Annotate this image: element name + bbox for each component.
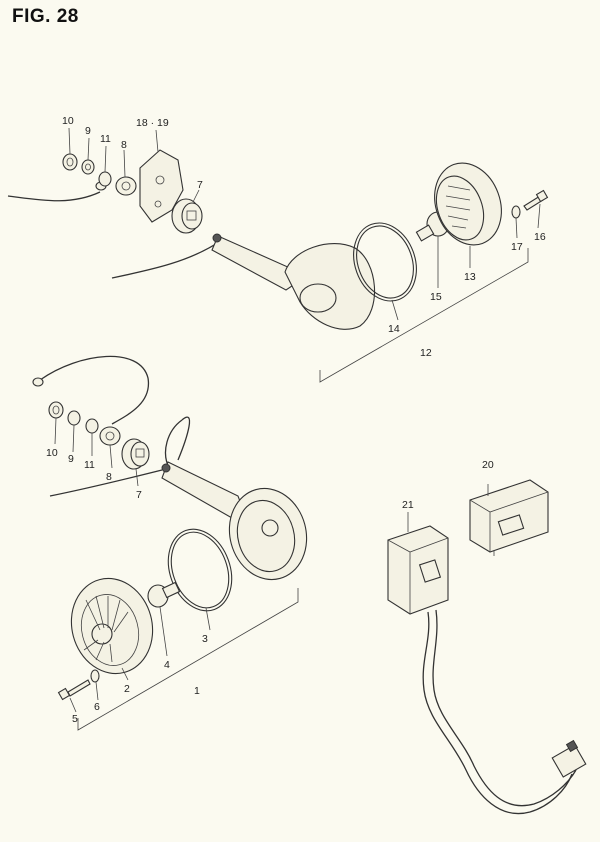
lower-turn-signal-assembly bbox=[32, 355, 308, 731]
wiring-harness bbox=[422, 611, 573, 815]
callout-18-19: 18 · 19 bbox=[136, 117, 169, 129]
o-ring-14 bbox=[353, 222, 417, 302]
flasher-21 bbox=[387, 525, 449, 615]
callout-3: 3 bbox=[202, 633, 208, 645]
callout-8-top: 8 bbox=[121, 139, 127, 151]
harness-connector bbox=[551, 744, 587, 778]
callout-12: 12 bbox=[420, 347, 432, 359]
upper-turn-signal-assembly bbox=[7, 127, 549, 383]
relay-20 bbox=[469, 479, 549, 553]
callout-15: 15 bbox=[430, 291, 442, 303]
callout-7-bottom: 7 bbox=[136, 489, 142, 501]
callout-10-bottom: 10 bbox=[46, 447, 58, 459]
upper-wire-left bbox=[7, 191, 101, 202]
callout-11-top: 11 bbox=[100, 133, 111, 145]
callout-2: 2 bbox=[124, 683, 130, 695]
callout-9-top: 9 bbox=[85, 125, 91, 137]
callout-10-top: 10 bbox=[62, 115, 74, 127]
callout-5: 5 bbox=[72, 713, 78, 725]
group-bracket-12 bbox=[319, 248, 529, 383]
stem-lower bbox=[161, 461, 245, 519]
callout-7-top: 7 bbox=[197, 179, 203, 191]
callout-21: 21 bbox=[402, 499, 414, 511]
nut-10-lower bbox=[48, 401, 64, 419]
callout-20: 20 bbox=[482, 459, 494, 471]
o-ring-3 bbox=[167, 528, 233, 612]
screw-5 bbox=[67, 679, 91, 697]
washer-8-upper bbox=[115, 176, 137, 196]
figure-title: FIG. 28 bbox=[12, 6, 79, 27]
washer-11-lower bbox=[85, 418, 99, 434]
washer-9-upper bbox=[81, 159, 95, 175]
washer-11-upper bbox=[98, 171, 112, 187]
washer-17 bbox=[511, 205, 521, 219]
lower-wire-loop bbox=[39, 355, 150, 425]
callout-1: 1 bbox=[194, 685, 200, 697]
upper-wire-lower bbox=[111, 239, 223, 279]
callout-16: 16 bbox=[534, 231, 546, 243]
callout-13: 13 bbox=[464, 271, 476, 283]
washer-6 bbox=[90, 669, 100, 683]
callout-4: 4 bbox=[164, 659, 170, 671]
callout-8-bottom: 8 bbox=[106, 471, 112, 483]
group-bracket-1 bbox=[77, 588, 299, 731]
nut-10-upper bbox=[62, 153, 78, 171]
washer-9-lower bbox=[67, 410, 81, 426]
callout-14: 14 bbox=[388, 323, 400, 335]
callout-17: 17 bbox=[511, 241, 523, 253]
callout-9-bottom: 9 bbox=[68, 453, 74, 465]
callout-labels: 10 9 11 8 18 · 19 7 14 15 13 17 16 12 10… bbox=[46, 115, 546, 725]
washer-8-lower bbox=[99, 426, 121, 446]
bracket-18-19 bbox=[139, 149, 184, 223]
relay-assembly bbox=[387, 479, 587, 815]
callout-11-bottom: 11 bbox=[84, 459, 95, 471]
stem-upper bbox=[211, 235, 299, 291]
housing-upper bbox=[284, 243, 376, 330]
callout-6: 6 bbox=[94, 701, 100, 713]
